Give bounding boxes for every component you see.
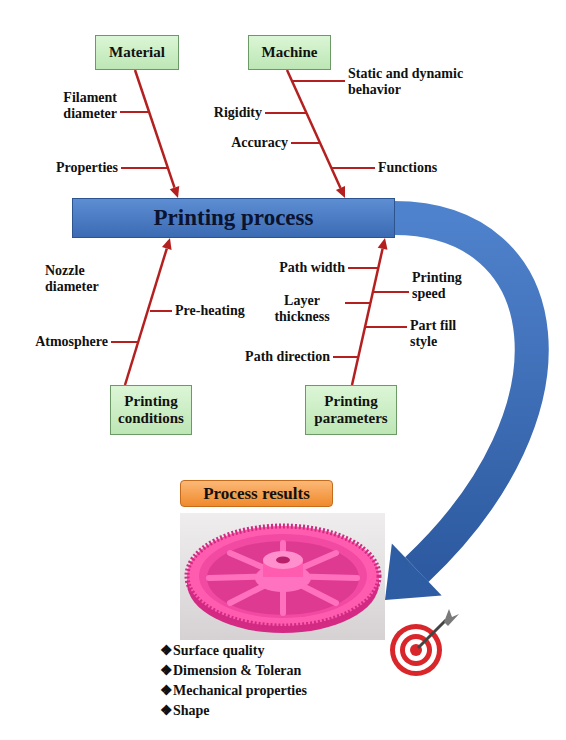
tick-line — [292, 80, 345, 82]
category-label: Machine — [262, 44, 318, 61]
dart-shaft — [418, 620, 446, 648]
arrowhead — [162, 238, 172, 250]
flow-arrow — [394, 218, 532, 570]
category-box: Machine — [248, 35, 331, 70]
cause-label: Static and dynamic behavior — [348, 66, 518, 98]
effect-band: Printing process — [72, 198, 395, 238]
cause-label: Nozzle diameter — [45, 263, 109, 295]
results-panel: Process results — [180, 480, 385, 640]
effect-label: Printing process — [154, 205, 314, 231]
cause-label: Path width — [255, 260, 345, 276]
cause-label: Accuracy — [200, 135, 288, 151]
cause-label: Path direction — [210, 349, 330, 365]
gear-photo — [180, 513, 385, 640]
category-box: Printing parameters — [305, 385, 397, 435]
tick-line — [333, 356, 358, 358]
cause-label: Functions — [378, 160, 468, 176]
gear-spokes — [209, 543, 357, 613]
arrowhead — [170, 186, 179, 198]
result-bullet: ❖Dimension & Toleran — [160, 663, 390, 679]
arrowhead — [385, 544, 442, 600]
cause-label: Rigidity — [200, 105, 262, 121]
connector — [135, 70, 179, 198]
result-bullet: ❖Surface quality — [160, 643, 390, 659]
dart-fletching — [444, 609, 459, 626]
branch-line — [125, 249, 167, 385]
cause-label: Filament diameter — [40, 90, 117, 122]
connector — [287, 70, 345, 198]
connector — [125, 238, 172, 385]
connector — [385, 218, 532, 600]
tick-line — [150, 310, 172, 312]
results-heading: Process results — [180, 480, 333, 507]
tick-line — [373, 291, 409, 293]
branch-line — [352, 249, 383, 385]
tick-line — [348, 267, 378, 269]
result-bullet: ❖Mechanical properties — [160, 683, 390, 699]
cause-label: Atmosphere — [8, 334, 108, 350]
photo-background — [180, 513, 385, 640]
category-label: Printing conditions — [115, 393, 187, 427]
cause-label: Printing speed — [412, 270, 487, 302]
tick-line — [265, 112, 306, 114]
gear-bore — [276, 557, 290, 564]
arrowhead — [336, 186, 345, 198]
gear-rim — [199, 534, 367, 618]
cause-label: Layer thickness — [262, 293, 342, 325]
cause-label: Properties — [40, 160, 118, 176]
tick-line — [291, 142, 320, 144]
cause-label: Pre-heating — [175, 303, 265, 319]
gear-hub-top — [263, 551, 303, 569]
tick-line — [120, 111, 149, 113]
tick-line — [345, 302, 370, 304]
tick-line — [332, 167, 375, 169]
branch-line — [287, 70, 340, 188]
branch-line — [135, 70, 174, 188]
arrowhead — [378, 238, 388, 250]
tick-line — [121, 167, 168, 169]
connector — [352, 238, 387, 385]
gear-teeth — [187, 526, 379, 626]
category-label: Material — [109, 44, 165, 61]
target-icon — [390, 609, 459, 676]
result-bullet: ❖Shape — [160, 703, 390, 719]
cause-label: Part fill style — [410, 318, 480, 350]
category-box: Printing conditions — [110, 385, 192, 435]
gear-recess — [207, 541, 359, 615]
category-label: Printing parameters — [310, 393, 392, 427]
category-box: Material — [95, 35, 179, 70]
tick-line — [111, 341, 138, 343]
tick-line — [365, 326, 407, 328]
